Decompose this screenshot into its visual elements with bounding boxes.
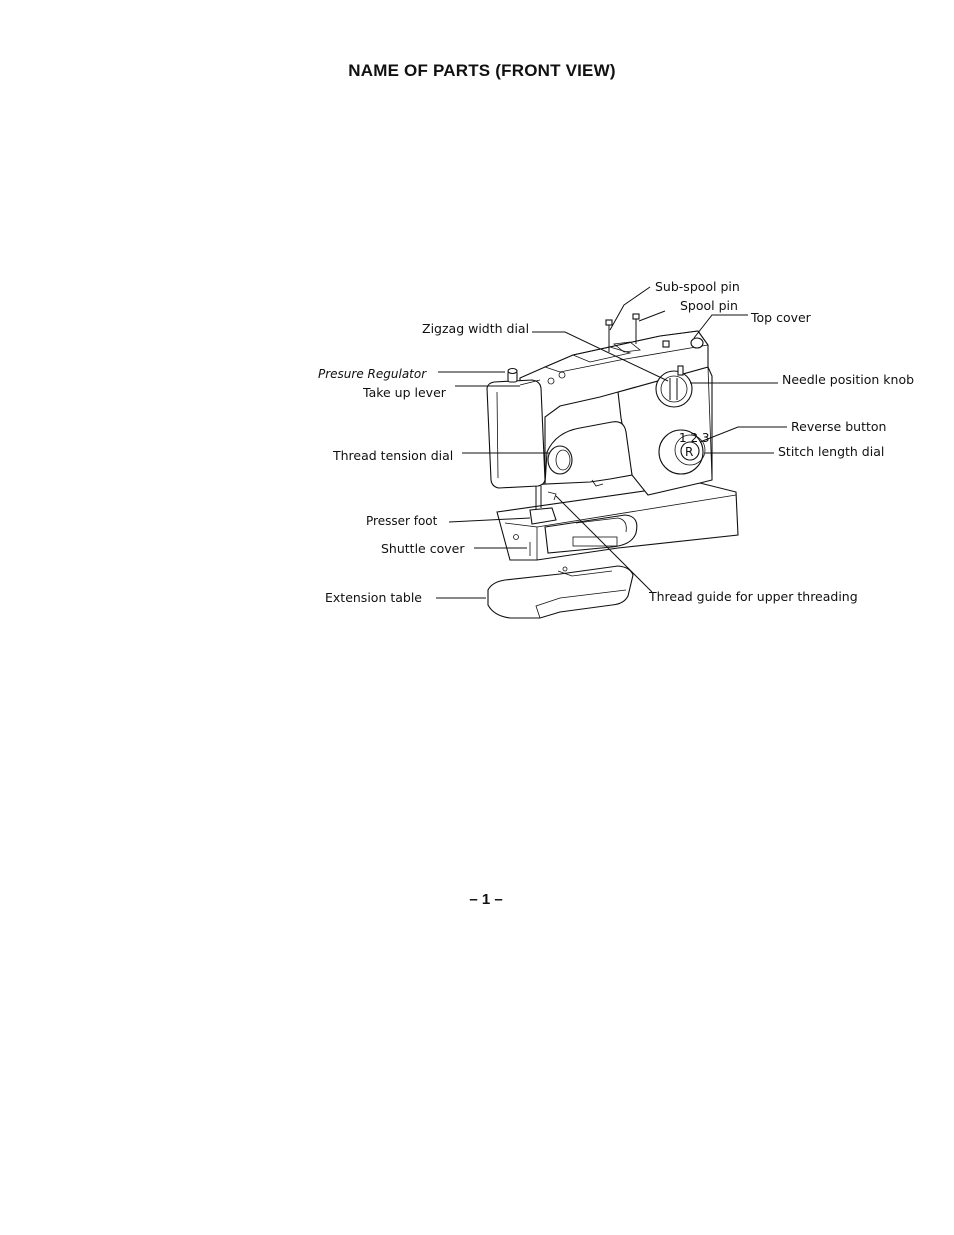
label-sub-spool-pin: Sub-spool pin (655, 279, 740, 294)
label-reverse-button: Reverse button (791, 419, 886, 434)
svg-text:1 2 3: 1 2 3 (679, 431, 710, 445)
label-presser-foot: Presser foot (366, 514, 438, 528)
page-number: – 1 – (469, 891, 503, 908)
part-labels: Sub-spool pin Spool pin Top cover Zigzag… (318, 279, 914, 605)
label-extension-table: Extension table (325, 590, 422, 605)
label-stitch-length-dial: Stitch length dial (778, 444, 884, 459)
extension-table-shape (487, 565, 634, 619)
label-top-cover: Top cover (750, 310, 812, 325)
machine-head (486, 379, 546, 489)
label-shuttle-cover: Shuttle cover (381, 541, 465, 556)
page-title: NAME OF PARTS (FRONT VIEW) (348, 61, 616, 80)
label-take-up-lever: Take up lever (362, 385, 447, 400)
label-thread-tension-dial: Thread tension dial (332, 448, 453, 463)
label-presure-regulator: Presure Regulator (318, 367, 427, 381)
svg-text:R: R (685, 445, 693, 459)
free-arm (544, 514, 638, 554)
label-zigzag-width-dial: Zigzag width dial (422, 321, 529, 336)
label-thread-guide: Thread guide for upper threading (648, 589, 858, 604)
leader-lines (436, 286, 787, 599)
sewing-machine-illustration: R 1 2 3 (486, 313, 739, 619)
label-spool-pin: Spool pin (680, 298, 738, 313)
label-needle-position-knob: Needle position knob (782, 372, 914, 387)
